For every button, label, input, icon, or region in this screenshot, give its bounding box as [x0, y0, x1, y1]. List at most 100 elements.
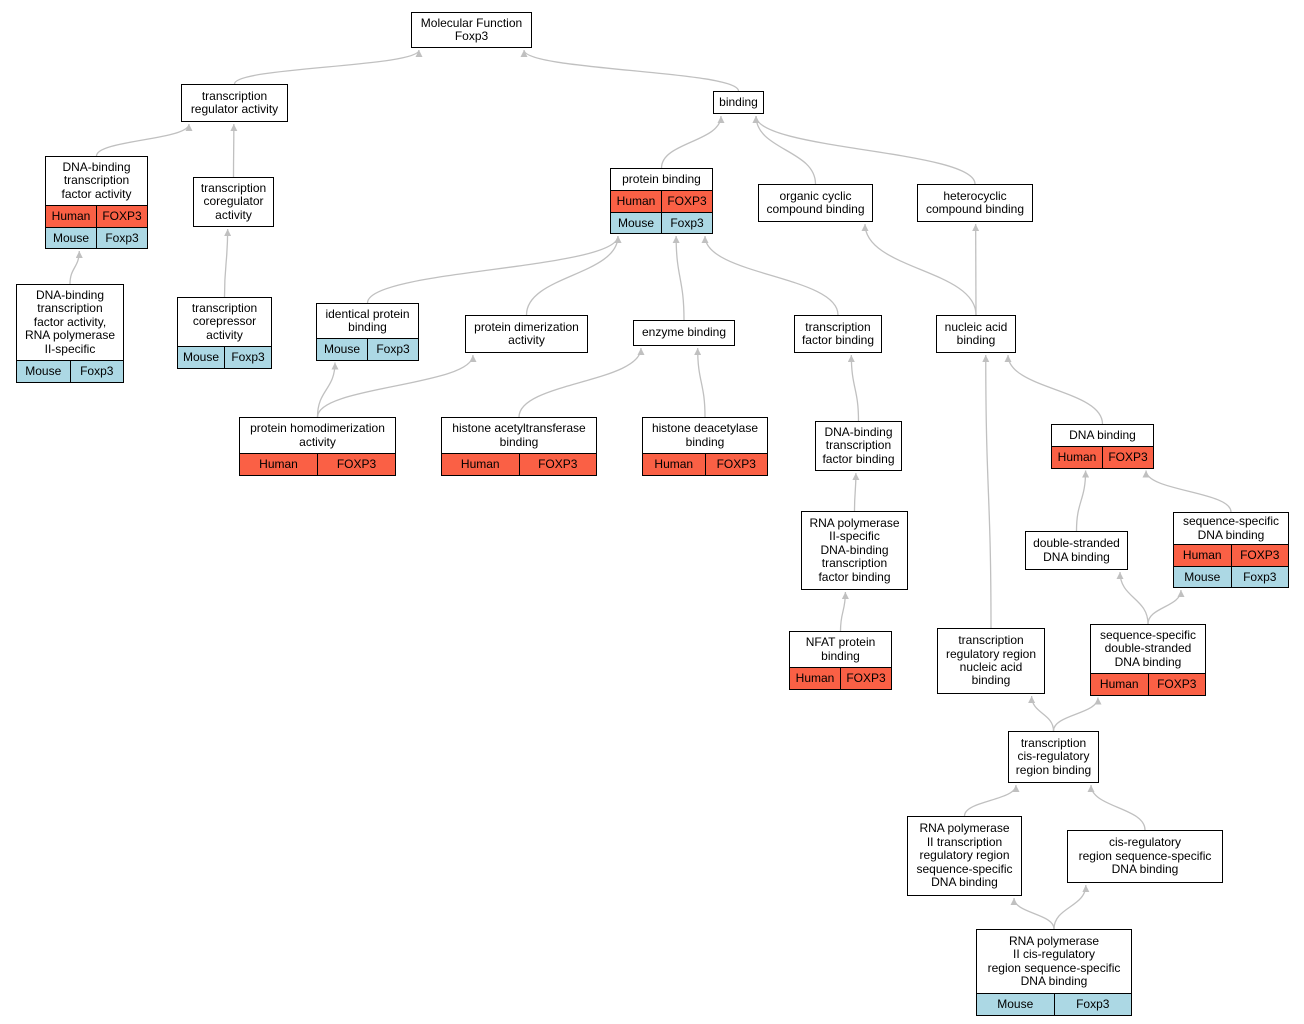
go-term-enzyme[interactable]: enzyme binding [633, 320, 735, 346]
go-term-tcrrb[interactable]: transcription cis-regulatory region bind… [1008, 731, 1099, 783]
go-term-rnap2trr[interactable]: RNA polymerase II transcription regulato… [907, 816, 1022, 896]
edge-dsdb-to-dnab [1075, 470, 1090, 532]
go-term-hcb[interactable]: heterocyclic compound binding [917, 184, 1033, 222]
annotation-row-human: Human FOXP3 [442, 453, 596, 475]
go-term-label: enzyme binding [641, 325, 727, 340]
edge-tcrrb-to-ssdsdb [1052, 697, 1102, 732]
go-term-root[interactable]: Molecular Function Foxp3 [411, 12, 532, 48]
go-term-label: NFAT protein binding [805, 635, 876, 663]
go-term-occb[interactable]: organic cyclic compound binding [758, 184, 873, 222]
go-term-label: transcription factor binding [801, 319, 875, 347]
go-term-label: identical protein binding [325, 306, 410, 334]
edge-tcorep-to-tcoreg [223, 228, 232, 298]
gene-label: Foxp3 [1053, 994, 1132, 1015]
annotation-row-mouse: Mouse Foxp3 [611, 211, 712, 233]
edge-hat-to-enzyme [518, 347, 645, 418]
gene-label: FOXP3 [96, 206, 147, 227]
go-term-pdimer[interactable]: protein dimerization activity [465, 315, 588, 353]
edge-rnap2trr-to-tcrrb [963, 784, 1020, 817]
edge-hcb-to-binding [752, 115, 976, 185]
gene-label: FOXP3 [704, 454, 768, 475]
go-term-trrnab[interactable]: transcription regulatory region nucleic … [937, 628, 1045, 694]
go-term-binding[interactable]: binding [713, 91, 764, 114]
go-term-rnapol[interactable]: RNA polymerase II-specific DNA-binding t… [801, 511, 908, 590]
go-term-label: RNA polymerase II transcription regulato… [916, 821, 1013, 890]
go-term-tra[interactable]: transcription regulator activity [181, 84, 288, 122]
species-label: Human [654, 457, 694, 472]
edge-nab-to-occb [861, 223, 977, 316]
edge-rnap2cis-to-crrssdb [1053, 884, 1090, 930]
annotation-row-mouse: Mouse Foxp3 [1174, 565, 1289, 587]
gene-label: Foxp3 [1230, 566, 1289, 587]
go-term-rnap2cis[interactable]: RNA polymerase II cis-regulatory region … [976, 929, 1132, 1016]
go-term-label: DNA-binding transcription factor activit… [24, 287, 116, 356]
edge-dbtfb-to-tfb [847, 354, 860, 422]
go-term-label: protein homodimerization activity [250, 421, 385, 449]
go-term-tfb[interactable]: transcription factor binding [794, 315, 882, 353]
go-term-tcoreg[interactable]: transcription coregulator activity [193, 177, 274, 227]
gene-label: Foxp3 [367, 339, 418, 360]
go-term-label: RNA polymerase II cis-regulatory region … [987, 933, 1121, 988]
go-term-label: transcription cis-regulatory region bind… [1015, 735, 1092, 777]
edge-ssdsdb-to-dsdb [1116, 571, 1149, 625]
edge-trrnab-to-nab [982, 354, 992, 629]
species-label: Mouse [617, 215, 655, 230]
gene-label: FOXP3 [317, 454, 395, 475]
species-label: Human [1099, 677, 1139, 692]
go-term-label: binding [719, 94, 758, 109]
go-term-ssdsdb[interactable]: sequence-specific double-stranded DNA bi… [1090, 624, 1206, 696]
edge-tcrrb-to-trrnab [1028, 695, 1055, 732]
edge-dnab-to-nab [1004, 354, 1104, 425]
go-term-label: heterocyclic compound binding [925, 188, 1025, 216]
go-term-dsdb[interactable]: double-stranded DNA binding [1025, 531, 1128, 570]
go-term-label: sequence-specific double-stranded DNA bi… [1099, 627, 1197, 669]
go-term-label: transcription regulator activity [190, 88, 279, 116]
edge-nfat-to-rnapol [839, 591, 849, 632]
edge-tfb-to-protbind [701, 235, 839, 316]
go-term-label: DNA-binding transcription factor binding [822, 424, 895, 466]
species-label: Human [259, 457, 298, 472]
edge-binding-to-root [520, 49, 740, 92]
edge-hdac-to-enzyme [694, 347, 706, 418]
go-term-label: DNA-binding transcription factor activit… [61, 159, 132, 201]
edge-dbtfa2-to-dbtfa [69, 250, 83, 285]
species-label: Mouse [1184, 569, 1221, 584]
go-term-nab[interactable]: nucleic acid binding [936, 315, 1016, 353]
go-term-label: protein binding [622, 171, 701, 186]
go-term-dbtfb[interactable]: DNA-binding transcription factor binding [815, 421, 902, 471]
species-label: Mouse [182, 350, 220, 365]
gene-label: FOXP3 [518, 454, 597, 475]
species-label: Human [460, 457, 500, 472]
go-term-label: protein dimerization activity [474, 319, 579, 347]
gene-label: Foxp3 [661, 212, 712, 233]
go-term-dbtfa2[interactable]: DNA-binding transcription factor activit… [16, 284, 124, 383]
species-label: Human [616, 194, 656, 209]
go-term-label: transcription corepressor activity [191, 300, 258, 342]
go-term-label: DNA binding [1069, 427, 1136, 442]
go-term-label: transcription regulatory region nucleic … [945, 633, 1037, 688]
go-term-crrssdb[interactable]: cis-regulatory region sequence-specific … [1067, 830, 1223, 883]
go-term-label: histone deacetylase binding [651, 421, 759, 449]
go-term-dbtfa[interactable]: DNA-binding transcription factor activit… [45, 156, 148, 249]
edge-idprot-to-protbind [366, 235, 622, 304]
species-label: Mouse [323, 342, 361, 357]
edge-protbind-to-binding [660, 115, 725, 169]
edge-crrssdb-to-tcrrb [1087, 784, 1146, 831]
